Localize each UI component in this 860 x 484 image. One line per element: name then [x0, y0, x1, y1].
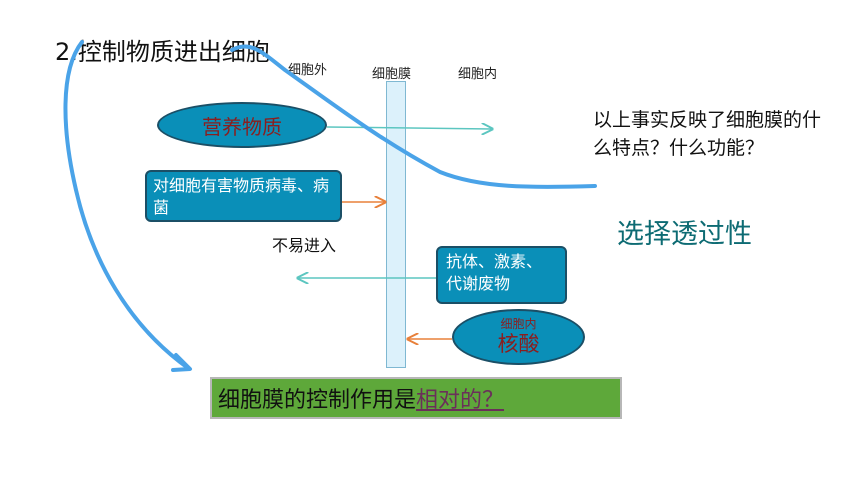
antibody-box: 抗体、激素、代谢废物: [436, 246, 567, 304]
harmful-substances-box: 对细胞有害物质病毒、病菌: [145, 170, 342, 222]
header-membrane: 细胞膜: [372, 67, 412, 82]
header-inside: 细胞内: [458, 67, 498, 82]
nutrients-ellipse: 营养物质: [157, 102, 327, 148]
hard-to-enter-label: 不易进入: [272, 236, 337, 255]
nutrients-label: 营养物质: [202, 114, 282, 139]
nucleic-acid-ellipse: 细胞内 核酸: [452, 309, 585, 365]
conclusion-banner: 细胞膜的控制作用是相对的？: [210, 377, 622, 419]
banner-underlined: 相对的？: [416, 388, 505, 413]
slide-title: 2.控制物质进出细胞: [55, 38, 270, 66]
question-text: 以上事实反映了细胞膜的什么特点？什么功能？: [593, 109, 822, 159]
banner-prefix: 细胞膜的控制作用是: [218, 388, 417, 413]
annotation-arrowhead: [171, 353, 192, 372]
nucleic-acid-label: 核酸: [497, 332, 540, 356]
antibody-label: 抗体、激素、代谢废物: [446, 252, 543, 293]
harmful-substances-label: 对细胞有害物质病毒、病菌: [153, 176, 330, 217]
nutrients-entry-arrow: [326, 127, 492, 129]
nucleic-acid-location: 细胞内: [500, 317, 537, 331]
cell-membrane: [386, 81, 406, 368]
header-outside: 细胞外: [288, 63, 328, 78]
answer-text: 选择透过性: [617, 219, 752, 250]
